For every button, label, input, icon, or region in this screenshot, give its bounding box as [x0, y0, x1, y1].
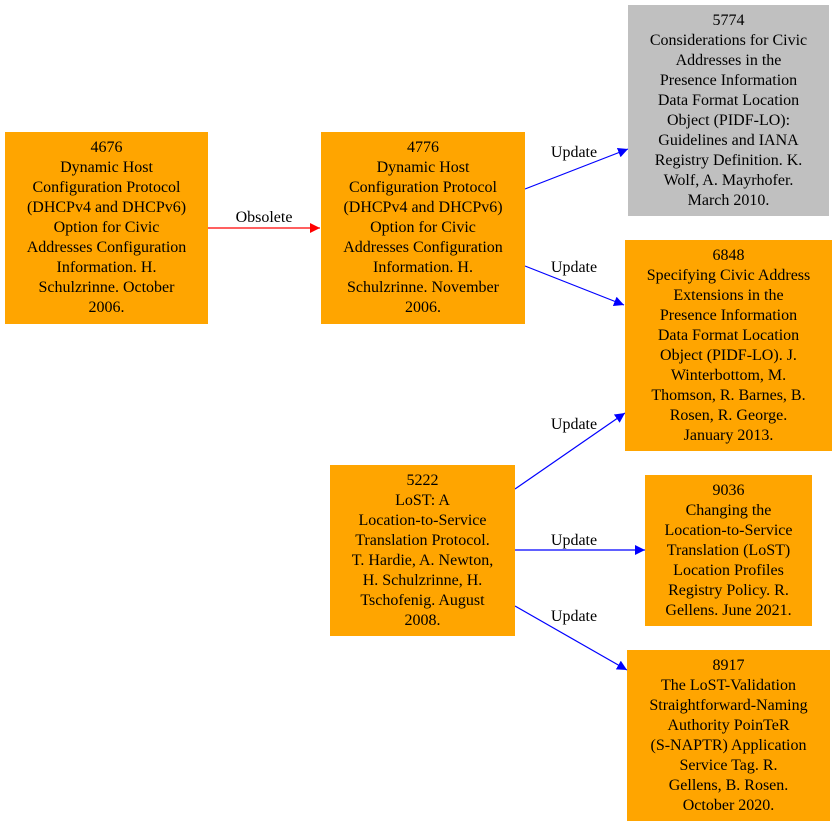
edge-4776-5774: Update — [524, 144, 629, 190]
rfc-node-9036[interactable]: 9036 Changing the Location-to-Service Tr… — [645, 475, 812, 626]
rfc-description: The LoST-Validation Straightforward-Nami… — [649, 676, 808, 814]
rfc-number: 6848 — [712, 246, 745, 264]
edge-line-update — [514, 605, 628, 671]
rfc-node-6848[interactable]: 6848 Specifying Civic Address Extensions… — [625, 240, 832, 451]
rfc-description: Specifying Civic Address Extensions in t… — [646, 266, 811, 444]
edge-label-update: Update — [551, 259, 597, 276]
rfc-description: Considerations for Civic Addresses in th… — [649, 31, 808, 209]
edge-5222-9036: Update — [515, 532, 645, 555]
rfc-description: LoST: A Location-to-Service Translation … — [351, 491, 494, 629]
edge-4776-6848: Update — [524, 259, 625, 306]
rfc-description: Dynamic Host Configuration Protocol (DHC… — [343, 159, 503, 316]
rfc-description: Changing the Location-to-Service Transla… — [664, 501, 793, 619]
rfc-number: 8917 — [712, 656, 745, 674]
rfc-number: 5774 — [712, 11, 745, 29]
rfc-node-8917[interactable]: 8917 The LoST-Validation Straightforward… — [627, 650, 830, 821]
edge-5222-8917: Update — [514, 605, 628, 671]
edge-line-update — [524, 147, 629, 190]
rfc-description: Dynamic Host Configuration Protocol (DHC… — [26, 159, 187, 316]
edge-label-obsolete: Obsolete — [236, 209, 293, 226]
rfc-number: 9036 — [712, 481, 745, 499]
rfc-number: 5222 — [406, 471, 439, 489]
edge-label-update: Update — [551, 416, 597, 433]
rfc-node-4676[interactable]: 4676 Dynamic Host Configuration Protocol… — [5, 132, 208, 324]
rfc-node-4776[interactable]: 4776 Dynamic Host Configuration Protocol… — [321, 132, 525, 324]
rfc-node-5222[interactable]: 5222 LoST: A Location-to-Service Transla… — [330, 465, 515, 636]
edge-line-update — [524, 265, 625, 306]
edge-label-update: Update — [551, 532, 597, 549]
rfc-number: 4776 — [407, 139, 439, 156]
edge-5222-6848: Update — [514, 412, 626, 490]
rfc-number: 4676 — [90, 139, 123, 156]
edge-line-update — [514, 412, 626, 490]
edge-label-update: Update — [551, 608, 597, 625]
edge-4676-4776: Obsolete — [208, 209, 320, 233]
rfc-node-5774[interactable]: 5774 Considerations for Civic Addresses … — [628, 5, 829, 216]
edge-label-update: Update — [551, 144, 597, 161]
